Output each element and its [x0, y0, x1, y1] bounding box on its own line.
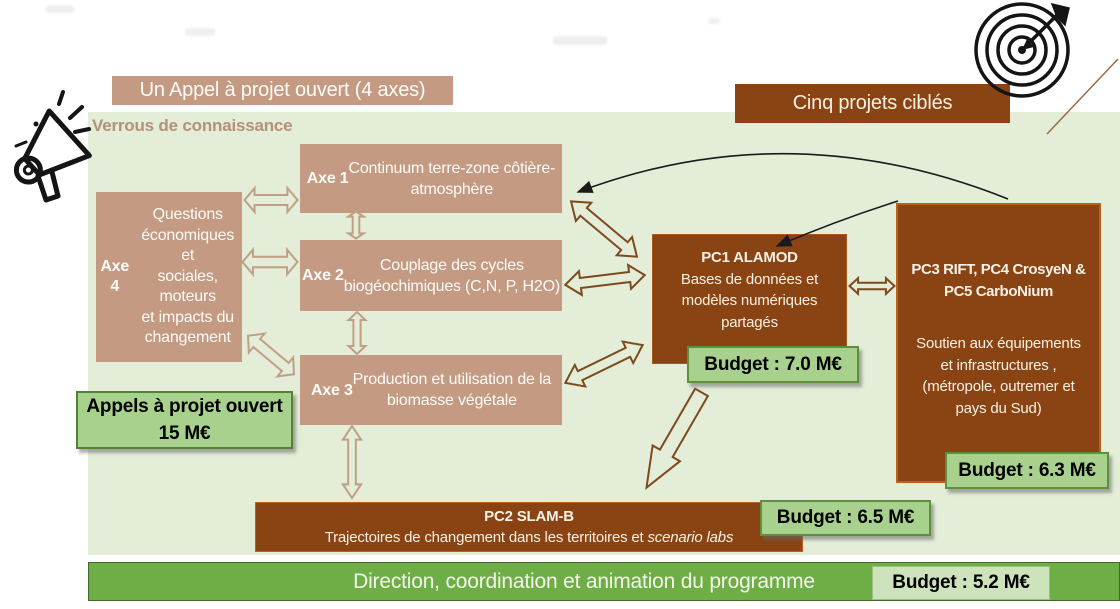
open-call-budget-box: Appels à projet ouvert 15 M€ [76, 391, 293, 449]
axe4-box: Axe 4 Questions économiques et sociales,… [96, 192, 242, 362]
pc2-body: Trajectoires de changement dans les terr… [325, 527, 734, 549]
axe2-title: Axe 2 [302, 267, 344, 284]
pc1-title: PC1 ALAMOD [701, 249, 798, 266]
smudge [185, 28, 215, 36]
smudge [46, 5, 74, 13]
axe3-title: Axe 3 [310, 381, 353, 399]
pc2-box: PC2 SLAM-B Trajectoires de changement da… [255, 502, 803, 552]
pc2-body-text: Trajectoires de changement dans les terr… [324, 529, 648, 546]
pc2-body-italic: scenario labs [647, 529, 734, 546]
footer-label: Direction, coordination et animation du … [353, 569, 815, 593]
verrous-label: Verrous de connaissance [92, 116, 293, 135]
targeted-projects-banner: Cinq projets ciblés [735, 84, 1010, 123]
pc2-budget-badge: Budget : 6.5 M€ [760, 500, 931, 536]
axe1-box: Axe 1 Continuum terre-zone côtière- atmo… [300, 144, 562, 213]
pc3-budget-badge: Budget : 6.3 M€ [945, 452, 1109, 489]
axe3-body: Production et utilisation de la biomasse… [352, 371, 552, 409]
smudge [708, 18, 720, 24]
pc1-budget-badge: Budget : 7.0 M€ [687, 346, 859, 383]
axe3-box: Axe 3 Production et utilisation de la bi… [300, 355, 562, 425]
open-call-banner-label: Un Appel à projet ouvert (4 axes) [139, 79, 426, 101]
axe1-body: Continuum terre-zone côtière- atmosphère [348, 159, 556, 198]
pc2-title: PC2 SLAM-B [484, 507, 574, 525]
pc1-body: Bases de données et modèles numériques p… [680, 270, 819, 331]
axe2-box: Axe 2 Couplage des cycles biogéochimique… [300, 240, 562, 311]
target-icon [974, 2, 1070, 98]
axe4-title: Axe 4 [100, 257, 130, 296]
open-call-banner: Un Appel à projet ouvert (4 axes) [112, 76, 453, 105]
axe1-title: Axe 1 [306, 170, 349, 187]
smudge [553, 36, 607, 45]
pc1-box: PC1 ALAMOD Bases de données et modèles n… [652, 234, 847, 364]
axe4-body: Questions économiques et sociales, moteu… [141, 206, 235, 347]
pc3-title: PC3 RIFT, PC4 CrosyeN & PC5 CarboNium [911, 261, 1086, 300]
footer-budget-badge: Budget : 5.2 M€ [872, 566, 1050, 600]
axe2-body: Couplage des cycles biogéochimiques (C,N… [343, 256, 560, 295]
pc3-body: Soutien aux équipements et infrastructur… [916, 335, 1081, 417]
pc3-box: PC3 RIFT, PC4 CrosyeN & PC5 CarboNium So… [896, 203, 1101, 483]
targeted-projects-banner-label: Cinq projets ciblés [792, 92, 953, 114]
megaphone-icon [13, 90, 92, 203]
